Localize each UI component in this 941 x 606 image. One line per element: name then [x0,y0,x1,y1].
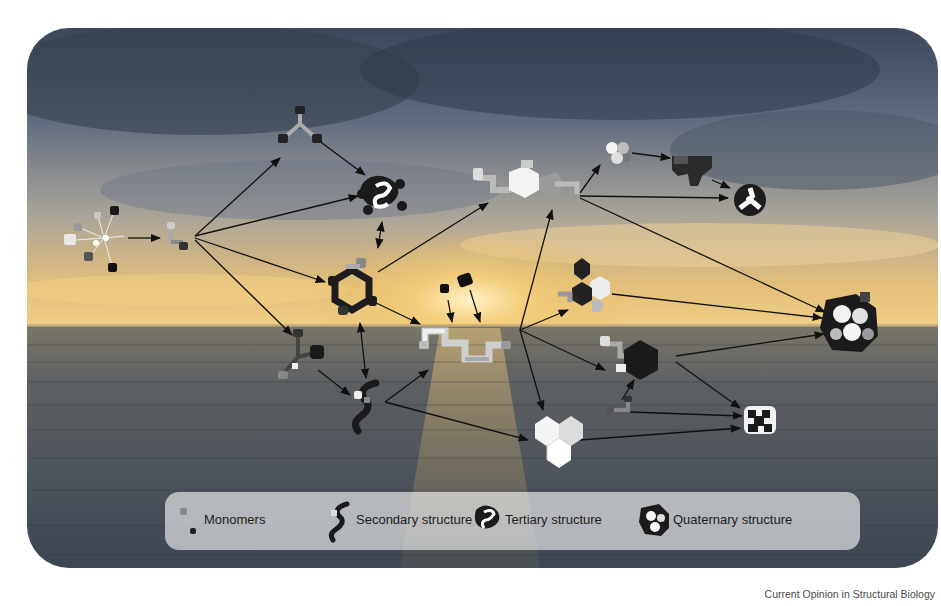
legend-label: Secondary structure [356,512,472,528]
legend-label: Tertiary structure [505,512,602,528]
legend-icons [180,504,669,540]
legend-label: Quaternary structure [673,512,792,528]
legend-panel [165,492,860,550]
journal-caption: Current Opinion in Structural Biology [765,588,935,601]
legend-label: Monomers [204,512,265,528]
